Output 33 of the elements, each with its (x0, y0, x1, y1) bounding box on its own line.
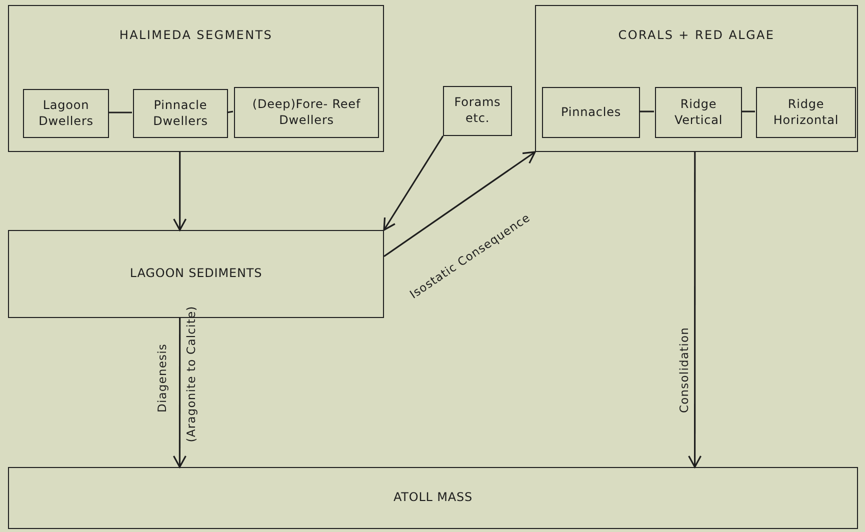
arrow (384, 151, 536, 258)
group-box (8, 5, 384, 152)
node-text: Ridge Vertical (673, 96, 724, 128)
arrow (173, 152, 187, 231)
group-heading: CORALS + RED ALGAE (618, 28, 775, 44)
node-text: Ridge Horizontal (772, 96, 840, 128)
process-box (443, 86, 512, 136)
node-text: Pinnacles (560, 104, 622, 120)
connector-line (741, 110, 755, 112)
annotation: (Aragonite to Calcite) (184, 306, 198, 442)
node-text: Forams etc. (453, 95, 502, 127)
connector-line (108, 112, 132, 114)
node-text: Lagoon Dwellers (38, 98, 94, 130)
edge-label: Diagenesis (154, 344, 170, 412)
node-text: ATOLL MASS (393, 490, 473, 506)
process-box (542, 87, 640, 138)
group-box (535, 5, 858, 152)
node-text: (Deep)Fore- Reef Dwellers (251, 96, 362, 128)
process-box (8, 467, 858, 529)
arrow (688, 152, 702, 468)
node-text: Pinnacle Dwellers (152, 98, 209, 130)
connector-line (226, 110, 234, 114)
process-box (655, 87, 742, 138)
arrow (172, 318, 186, 468)
edge-label: Consolidation (676, 327, 692, 413)
process-box (133, 89, 228, 138)
connector-line (639, 110, 654, 112)
process-box (23, 89, 109, 138)
process-box (234, 87, 379, 138)
arrow (383, 136, 444, 231)
node-text: LAGOON SEDIMENTS (130, 266, 262, 282)
group-heading: HALIMEDA SEGMENTS (119, 28, 273, 44)
process-box (756, 87, 856, 138)
